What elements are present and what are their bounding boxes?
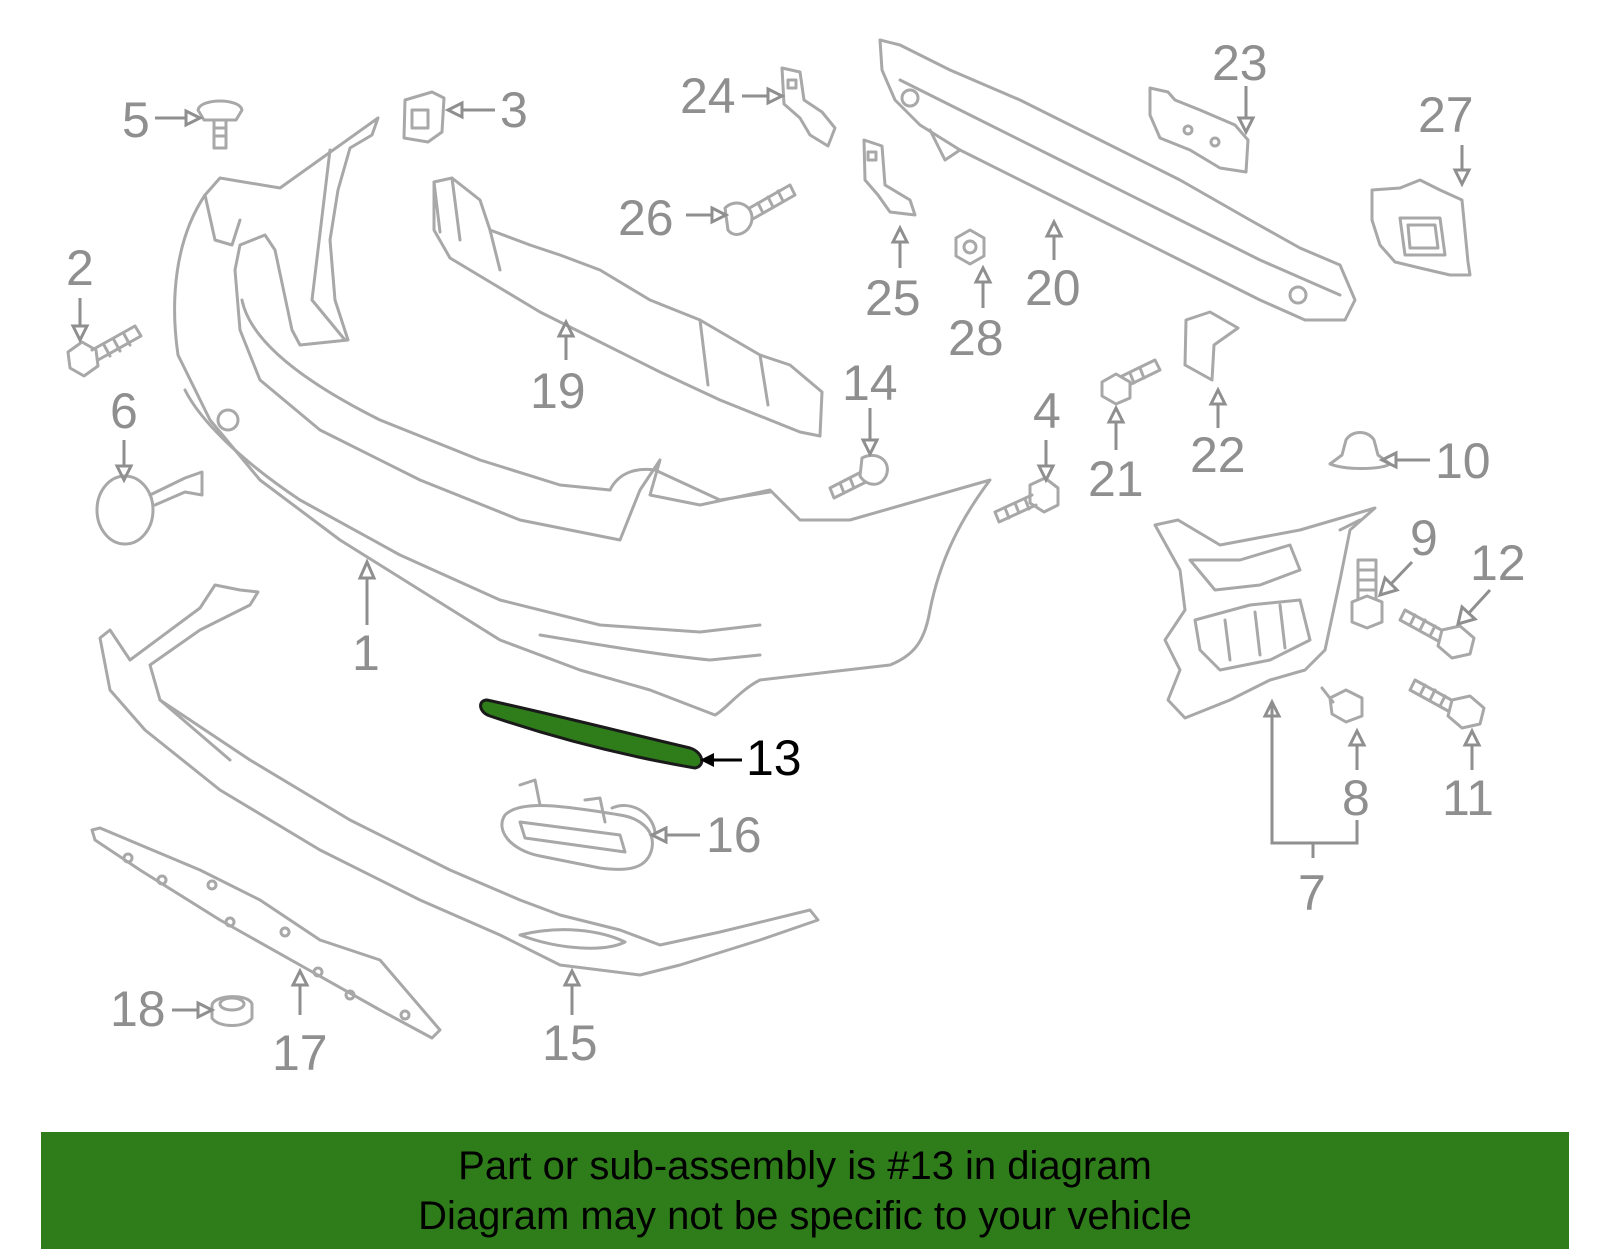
part-6-tow-cover[interactable] <box>95 470 204 546</box>
callout-15: 15 <box>542 1015 598 1071</box>
part-10-clip[interactable] <box>1328 431 1392 470</box>
part-25-bracket[interactable] <box>862 138 917 217</box>
callout-12: 12 <box>1470 535 1526 591</box>
callout-5: 5 <box>122 92 150 148</box>
callout-16: 16 <box>706 807 762 863</box>
callout-14: 14 <box>842 355 898 411</box>
part-13-reflector[interactable] <box>479 698 704 770</box>
part-19-absorber[interactable] <box>432 176 824 438</box>
callout-8: 8 <box>1342 770 1370 826</box>
part-15-lower-valance[interactable] <box>98 583 820 977</box>
part-16-exhaust-trim[interactable] <box>500 778 657 871</box>
callout-20: 20 <box>1025 260 1081 316</box>
callout-labels: 1 2 3 4 5 6 7 8 9 10 11 12 13 14 15 16 1… <box>66 35 1526 1081</box>
callout-23: 23 <box>1212 35 1268 91</box>
callout-11: 11 <box>1442 770 1494 826</box>
callout-13: 13 <box>746 730 802 786</box>
part-20-reinforcement[interactable] <box>878 38 1357 322</box>
part-12-bolt[interactable] <box>1398 608 1476 660</box>
callout-6: 6 <box>110 383 138 439</box>
callout-1: 1 <box>352 625 380 681</box>
part-17-skid-plate[interactable] <box>90 826 442 1040</box>
part-14-bolt[interactable] <box>828 453 889 500</box>
info-banner: Part or sub-assembly is #13 in diagram D… <box>41 1132 1569 1249</box>
callout-9: 9 <box>1410 510 1438 566</box>
callout-4: 4 <box>1033 383 1061 439</box>
part-23-bracket[interactable] <box>1148 86 1250 174</box>
callout-10: 10 <box>1435 433 1491 489</box>
banner-line-1: Part or sub-assembly is #13 in diagram <box>458 1143 1152 1188</box>
callout-28: 28 <box>948 310 1004 366</box>
part-8-bolt[interactable] <box>1320 686 1364 724</box>
part-5-screw[interactable] <box>196 99 244 150</box>
callout-3: 3 <box>500 82 528 138</box>
callout-24: 24 <box>680 68 736 124</box>
callout-17: 17 <box>272 1025 328 1081</box>
part-27-sensor[interactable] <box>1370 178 1472 277</box>
callout-7: 7 <box>1298 865 1326 921</box>
part-21-bolt[interactable] <box>1100 358 1162 406</box>
part-9-bolt[interactable] <box>1350 558 1384 630</box>
part-28-nut[interactable] <box>954 228 986 266</box>
part-4-bolt[interactable] <box>993 476 1060 524</box>
banner-line-2: Diagram may not be specific to your vehi… <box>418 1193 1192 1238</box>
part-24-bracket[interactable] <box>780 66 837 148</box>
part-11-bolt[interactable] <box>1408 678 1486 730</box>
part-1-bumper-cover[interactable] <box>173 116 992 717</box>
callout-25: 25 <box>865 270 921 326</box>
callout-21: 21 <box>1088 451 1144 507</box>
part-2-bolt[interactable] <box>66 324 143 378</box>
callout-22: 22 <box>1190 427 1246 483</box>
callout-2: 2 <box>66 240 94 296</box>
part-3-clip[interactable] <box>402 90 446 144</box>
part-18-nut[interactable] <box>210 995 254 1027</box>
leader-lines <box>70 86 1492 1020</box>
part-26-screw[interactable] <box>723 183 797 236</box>
part-7-bracket[interactable] <box>1153 506 1377 720</box>
part-22-bracket[interactable] <box>1183 310 1240 382</box>
callout-27: 27 <box>1418 87 1474 143</box>
callout-26: 26 <box>618 190 674 246</box>
callout-18: 18 <box>110 981 166 1037</box>
callout-19: 19 <box>530 363 586 419</box>
